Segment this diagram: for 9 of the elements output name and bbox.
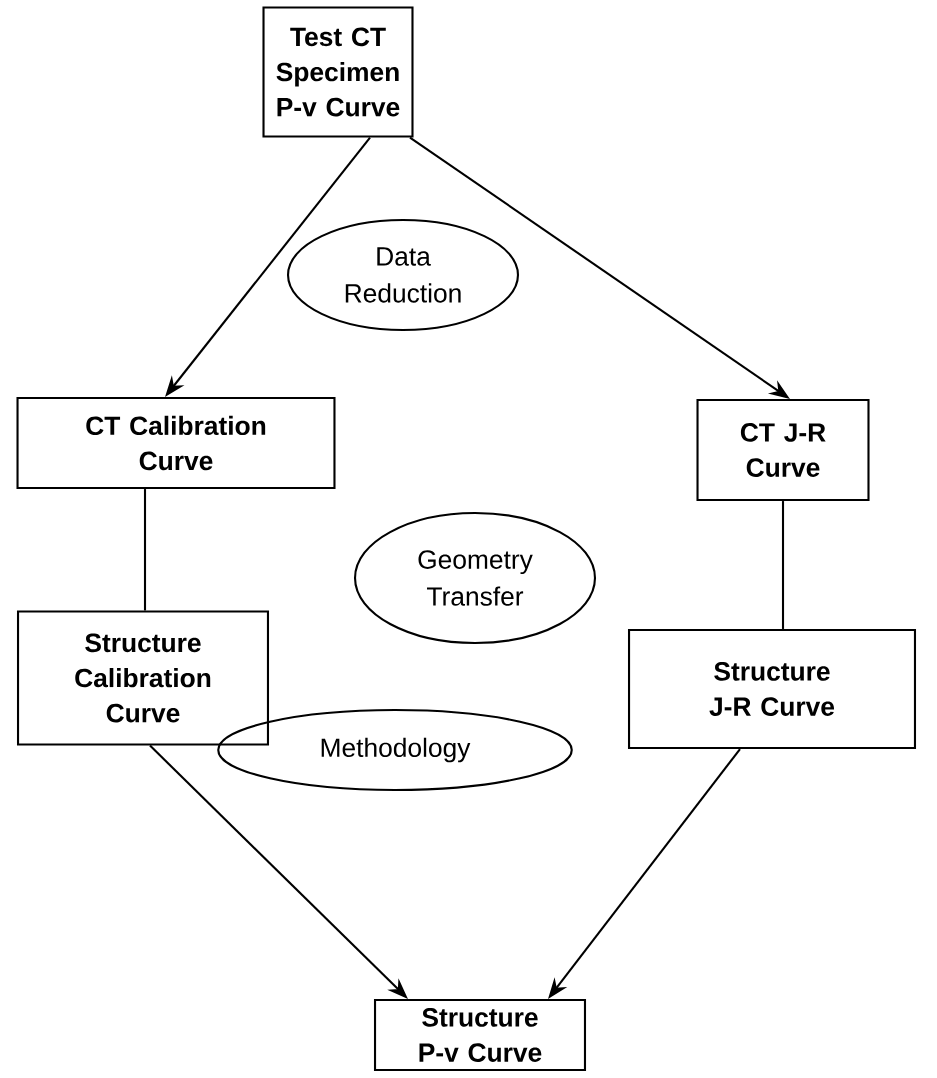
- process-box: CT Calibration Curve: [16, 396, 336, 490]
- ellipse-label: Data Reduction: [286, 218, 520, 332]
- process-box: Structure P-v Curve: [373, 998, 587, 1072]
- ellipse-label: Methodology: [217, 708, 573, 792]
- process-box: Test CT Specimen P-v Curve: [262, 6, 414, 138]
- ellipse-label: Geometry Transfer: [353, 511, 597, 645]
- process-box: Structure Calibration Curve: [16, 610, 270, 746]
- process-box: Structure J-R Curve: [628, 628, 917, 750]
- process-box: CT J-R Curve: [696, 398, 870, 502]
